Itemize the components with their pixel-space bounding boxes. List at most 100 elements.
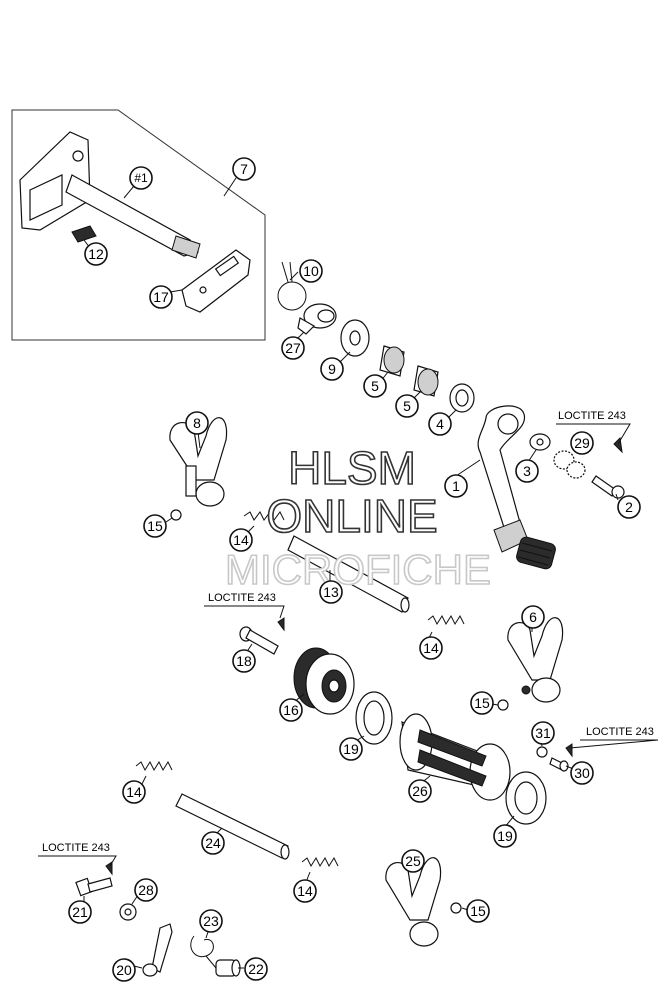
callout-1: 1 bbox=[444, 474, 468, 498]
callout-2: 2 bbox=[617, 495, 641, 519]
loctite-label-1: LOCTITE 243 bbox=[556, 410, 631, 445]
callout-1-hash: #1 bbox=[129, 166, 153, 190]
pin-15b bbox=[497, 699, 509, 711]
callout-label: 4 bbox=[436, 416, 444, 432]
shift-fork-25 bbox=[385, 857, 442, 947]
callout-label: #1 bbox=[134, 171, 148, 185]
callout-19b: 19 bbox=[493, 824, 517, 848]
bolt-2 bbox=[591, 436, 625, 499]
callout-30: 30 bbox=[570, 761, 594, 785]
callout-label: 17 bbox=[153, 289, 169, 305]
shift-drum-segment-16 bbox=[293, 647, 355, 715]
watermark: HLSM ONLINE MICROFICHE bbox=[224, 441, 492, 594]
callout-14d: 14 bbox=[293, 879, 317, 903]
pin-part-12 bbox=[71, 225, 97, 243]
callout-label: 26 bbox=[412, 783, 428, 799]
callout-label: 23 bbox=[203, 913, 219, 929]
shift-shaft bbox=[19, 131, 201, 259]
callout-12: 12 bbox=[84, 242, 108, 266]
callout-14a: 14 bbox=[229, 528, 253, 552]
callout-label: 14 bbox=[423, 640, 439, 656]
loctite-text: LOCTITE 243 bbox=[208, 592, 276, 604]
loctite-text: LOCTITE 243 bbox=[42, 842, 110, 854]
callout-label: 10 bbox=[303, 263, 319, 279]
callout-27: 27 bbox=[281, 336, 305, 360]
callout-14c: 14 bbox=[122, 780, 146, 804]
washer-9 bbox=[340, 319, 370, 357]
callout-19a: 19 bbox=[339, 737, 363, 761]
bearing-19a bbox=[355, 691, 393, 745]
callout-label: 1 bbox=[452, 478, 460, 494]
washer-3 bbox=[529, 433, 551, 451]
washer-31 bbox=[536, 746, 548, 758]
callout-label: 14 bbox=[297, 883, 313, 899]
callout-label: 14 bbox=[126, 784, 142, 800]
shift-rail-13 bbox=[287, 535, 410, 613]
needle-bearing-5b bbox=[413, 365, 439, 397]
pin-15c bbox=[450, 902, 462, 914]
callout-label: 21 bbox=[72, 904, 88, 920]
spring-guide-27 bbox=[297, 303, 337, 335]
callouts: 7 #1 12 17 10 27 9 5 5 4 1 3 29 2 8 15 1… bbox=[68, 157, 641, 982]
callout-label: 19 bbox=[497, 828, 513, 844]
screw-30 bbox=[549, 743, 573, 772]
callout-18: 18 bbox=[232, 649, 256, 673]
callout-label: 14 bbox=[233, 532, 249, 548]
callout-15c: 15 bbox=[466, 899, 490, 923]
callout-8: 8 bbox=[185, 411, 209, 435]
callout-28: 28 bbox=[134, 878, 158, 902]
callout-label: 7 bbox=[240, 161, 248, 177]
loctite-label-4: LOCTITE 243 bbox=[38, 842, 117, 867]
callout-23: 23 bbox=[199, 909, 223, 933]
spring-14d bbox=[301, 856, 339, 868]
shaft-seal-4 bbox=[449, 383, 475, 413]
callout-29: 29 bbox=[570, 431, 594, 455]
spring-23 bbox=[190, 935, 217, 969]
callout-label: 18 bbox=[236, 653, 252, 669]
spring-14b bbox=[427, 614, 465, 626]
callout-5a: 5 bbox=[363, 374, 387, 398]
bolt-21 bbox=[75, 861, 113, 897]
callout-label: 15 bbox=[470, 903, 486, 919]
loctite-label-2: LOCTITE 243 bbox=[204, 592, 285, 619]
callout-label: 6 bbox=[529, 609, 537, 625]
callout-16: 16 bbox=[279, 698, 303, 722]
callout-label: 27 bbox=[285, 340, 301, 356]
callout-label: 3 bbox=[523, 463, 531, 479]
watermark-line1: HLSM bbox=[288, 442, 416, 494]
callout-label: 15 bbox=[147, 518, 163, 534]
callout-label: 29 bbox=[574, 435, 590, 451]
shift-drum-26 bbox=[399, 713, 511, 801]
watermark-line2: ONLINE bbox=[266, 490, 437, 542]
callout-13: 13 bbox=[319, 580, 343, 604]
callout-25: 25 bbox=[401, 849, 425, 873]
shift-lever-plate-17 bbox=[181, 249, 251, 313]
callout-label: 15 bbox=[474, 695, 490, 711]
callout-label: 25 bbox=[405, 853, 421, 869]
loctite-label-3: LOCTITE 243 bbox=[569, 726, 659, 749]
callout-label: 9 bbox=[328, 361, 336, 377]
callout-label: 8 bbox=[193, 415, 201, 431]
callout-24: 24 bbox=[201, 831, 225, 855]
callout-label: 5 bbox=[371, 378, 379, 394]
callout-label: 2 bbox=[625, 499, 633, 515]
bolt-18 bbox=[239, 617, 285, 655]
shift-fork-6 bbox=[507, 617, 564, 703]
callout-10: 10 bbox=[299, 259, 323, 283]
loctite-text: LOCTITE 243 bbox=[586, 726, 654, 738]
callout-label: 20 bbox=[116, 962, 132, 978]
roller-22 bbox=[215, 959, 241, 977]
callout-17: 17 bbox=[149, 285, 173, 309]
callout-31: 31 bbox=[531, 721, 555, 745]
callout-9: 9 bbox=[320, 357, 344, 381]
loctite-labels: LOCTITE 243 LOCTITE 243 LOCTITE 243 LOCT… bbox=[38, 410, 659, 867]
callout-label: 31 bbox=[535, 725, 551, 741]
callout-7: 7 bbox=[232, 157, 256, 181]
callout-label: 24 bbox=[205, 835, 221, 851]
callout-label: 16 bbox=[283, 702, 299, 718]
needle-bearing-5a bbox=[379, 345, 405, 377]
shift-lever-1 bbox=[477, 405, 556, 570]
callout-label: 19 bbox=[343, 741, 359, 757]
shift-rail-24 bbox=[175, 793, 290, 860]
